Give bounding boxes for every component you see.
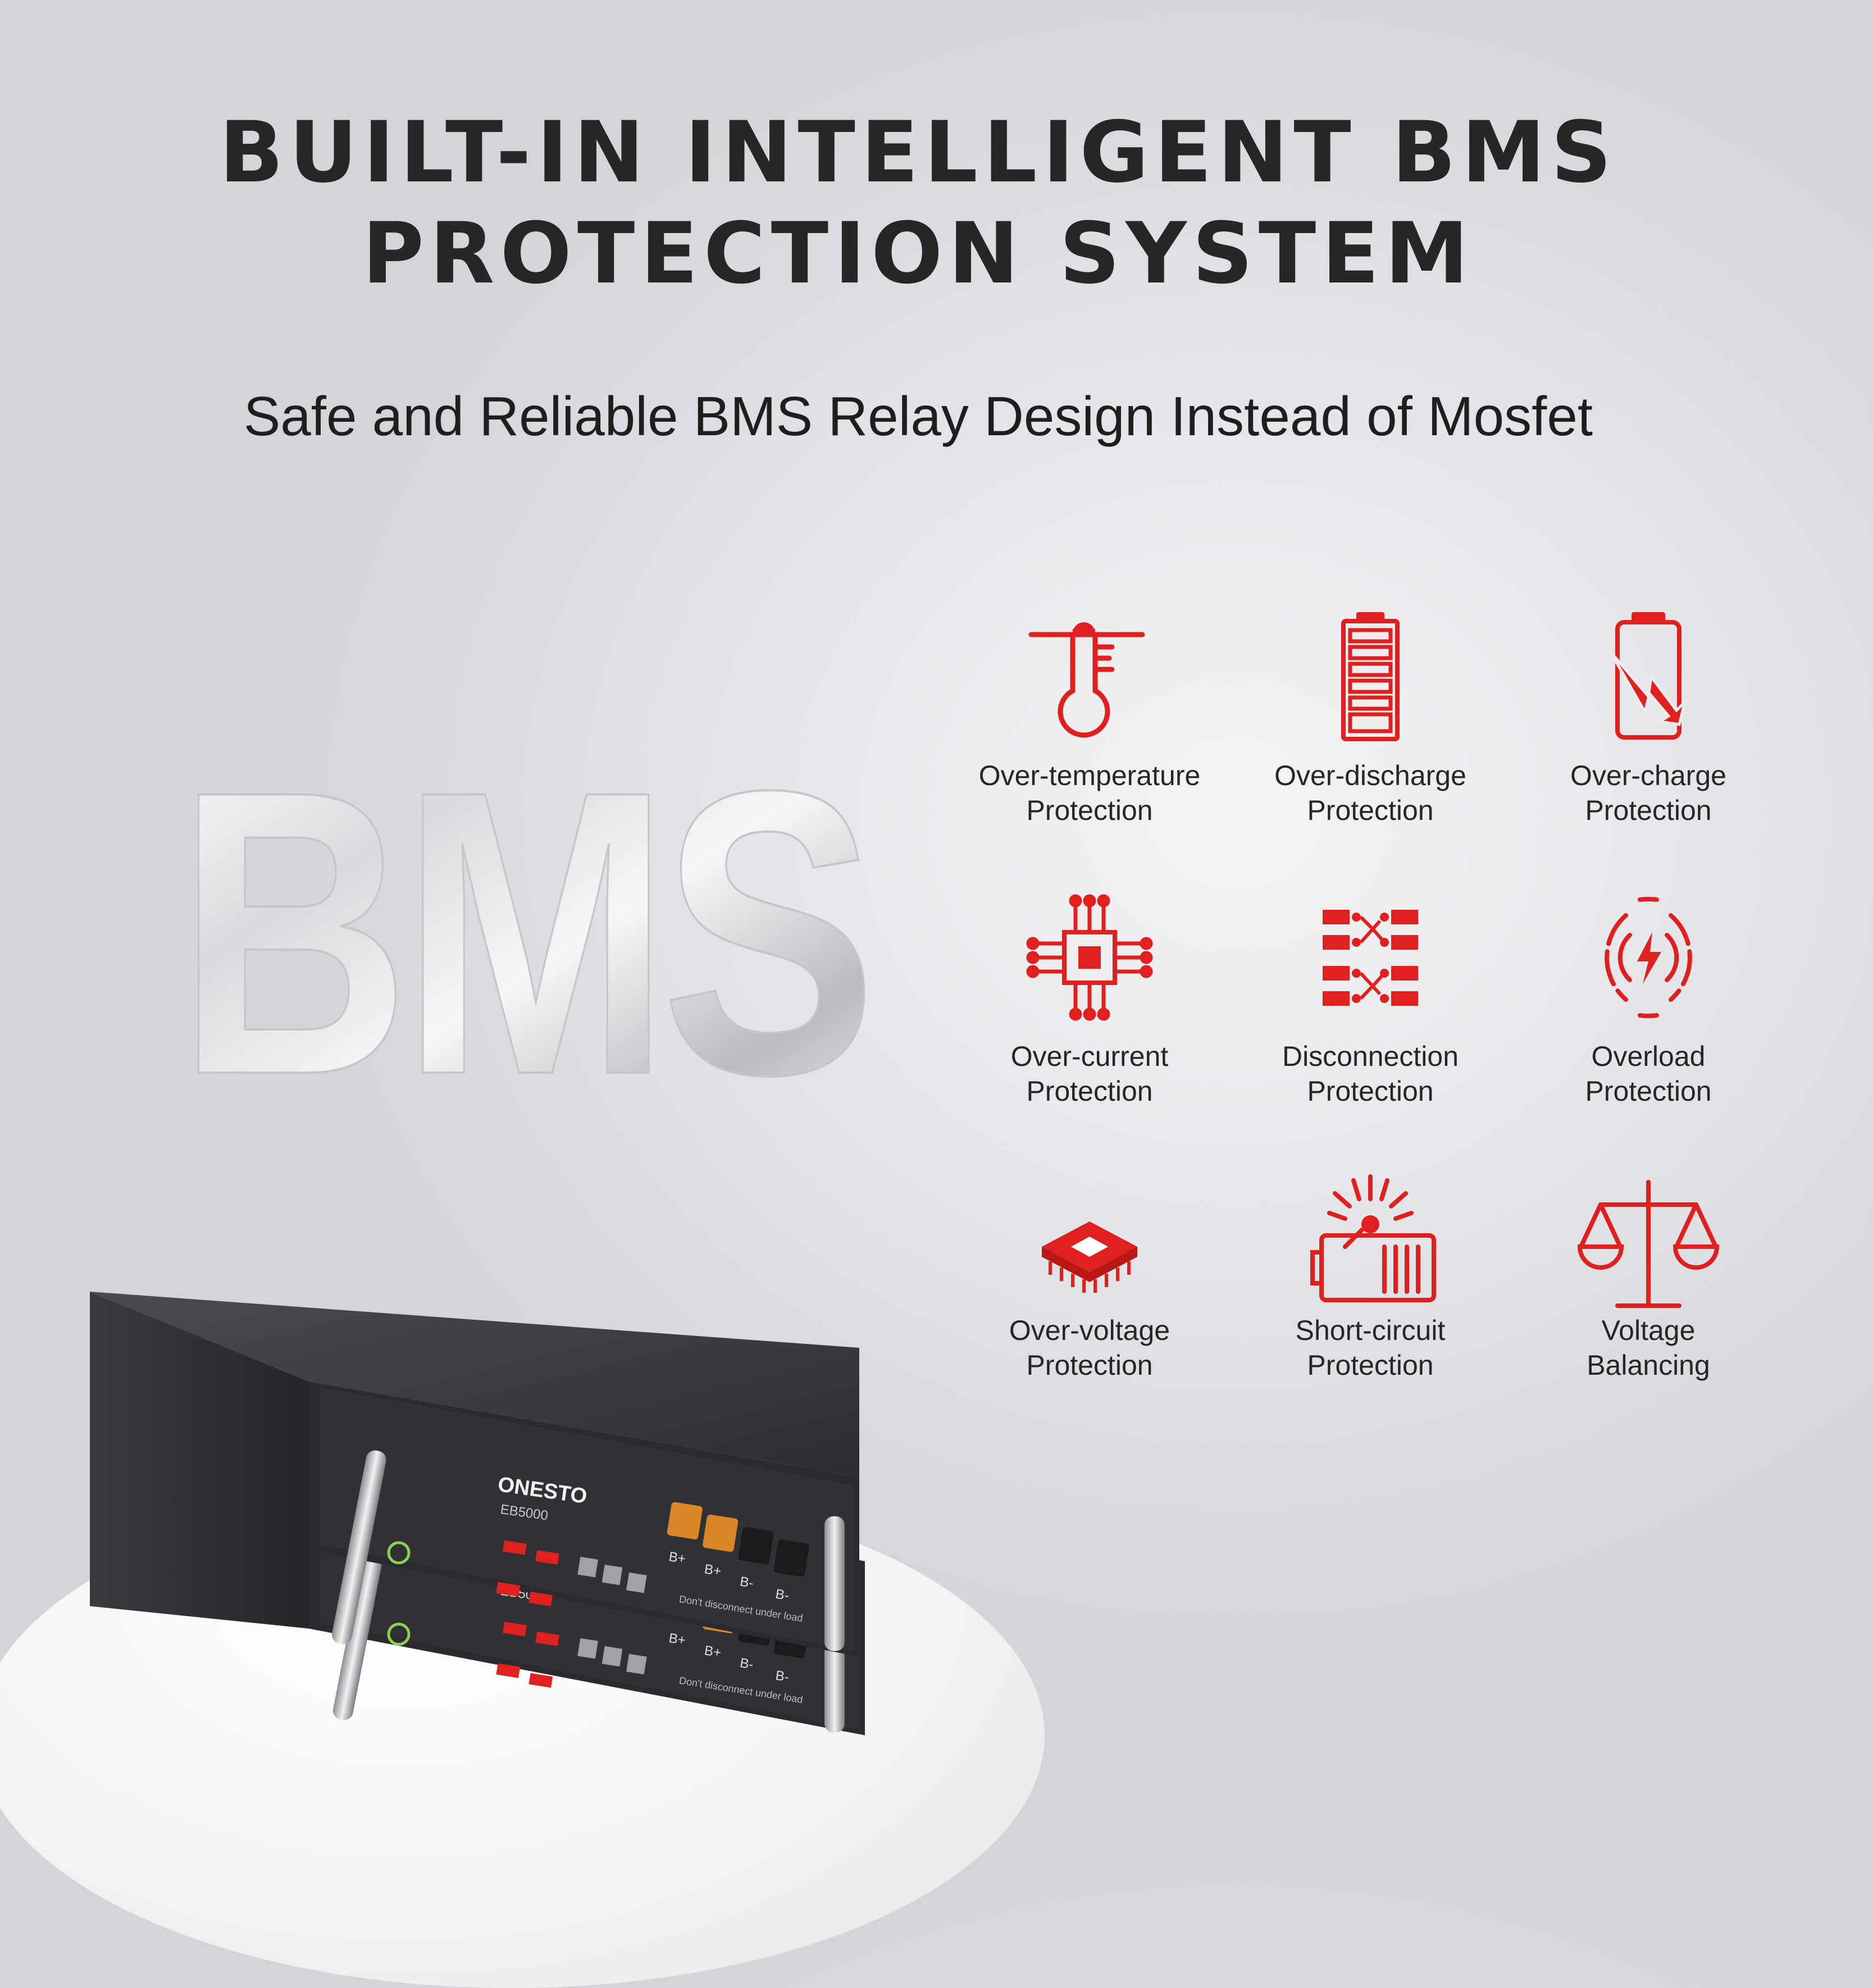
feature-label-line1: Overload (1591, 1041, 1706, 1072)
terminal-label: B+ (703, 1562, 722, 1579)
short-circuit-icon (1310, 1174, 1436, 1302)
feature-label-line2: Protection (1026, 1075, 1153, 1107)
battery-levels-icon (1341, 612, 1400, 741)
feature-label-line2: Protection (1307, 1349, 1434, 1381)
feature-disconnection: Disconnection Protection (1224, 893, 1516, 1109)
terminal-label: B- (739, 1574, 755, 1591)
feature-label-line1: Over-voltage (1009, 1315, 1170, 1346)
feature-label-line1: Short-circuit (1295, 1315, 1446, 1346)
feature-label-line2: Balancing (1587, 1349, 1710, 1381)
feature-label-line1: Voltage (1601, 1315, 1696, 1346)
bms-hero-text: BMS (177, 713, 868, 1106)
headline-line-1: BUILT-IN INTELLIGENT BMS (219, 104, 1617, 202)
feature-over-current: Over-current Protection (944, 893, 1236, 1109)
terminal-label: B- (774, 1586, 790, 1603)
feature-label-line1: Over-temperature (978, 760, 1201, 791)
subtitle: Safe and Reliable BMS Relay Design Inste… (243, 385, 1593, 447)
chip-circuit-icon (1026, 894, 1153, 1021)
disconnect-circuit-icon (1323, 910, 1418, 1006)
bms-hero-word: BMS (176, 713, 873, 1106)
feature-label-line1: Over-discharge (1274, 760, 1466, 791)
terminal-label: B- (739, 1656, 755, 1672)
feature-label-line2: Protection (1307, 795, 1434, 826)
thermometer-icon (1028, 622, 1145, 738)
feature-label-line2: Protection (1585, 795, 1712, 826)
feature-over-charge: Over-charge Protection (1502, 612, 1794, 828)
feature-voltage-balancing: Voltage Balancing (1502, 1168, 1794, 1383)
balance-scale-icon (1577, 1180, 1720, 1308)
battery-unit-top: ONESTO EB5000 B+ B+ B- B- Don't disconne… (90, 1292, 859, 1657)
overload-signal-icon (1605, 896, 1692, 1019)
feature-over-voltage: Over-voltage Protection (944, 1168, 1236, 1383)
processor-chip-icon (1042, 1221, 1137, 1293)
feature-short-circuit: Short-circuit Protection (1224, 1168, 1516, 1383)
feature-label-line2: Protection (1026, 1349, 1153, 1381)
terminal-label: B+ (668, 1630, 687, 1648)
terminal-label: B- (774, 1668, 790, 1685)
headline-line-2: PROTECTION SYSTEM (362, 205, 1474, 303)
feature-label-line1: Disconnection (1282, 1041, 1459, 1072)
feature-label-line2: Protection (1585, 1075, 1712, 1107)
feature-label-line2: Protection (1026, 795, 1153, 826)
feature-label-line1: Over-charge (1570, 760, 1726, 791)
feature-label-line1: Over-current (1010, 1041, 1169, 1072)
feature-label-line2: Protection (1307, 1075, 1434, 1107)
terminal-label: B+ (668, 1549, 687, 1566)
battery-lightning-icon (1608, 612, 1688, 740)
feature-over-temperature: Over-temperature Protection (944, 612, 1236, 828)
battery-stack: ONESTO EB5000 B+ B+ B- B- Don't disconne… (90, 1292, 865, 1735)
feature-overload: Overload Protection (1502, 893, 1794, 1109)
terminal-label: B+ (703, 1643, 722, 1661)
feature-over-discharge: Over-discharge Protection (1224, 612, 1516, 828)
